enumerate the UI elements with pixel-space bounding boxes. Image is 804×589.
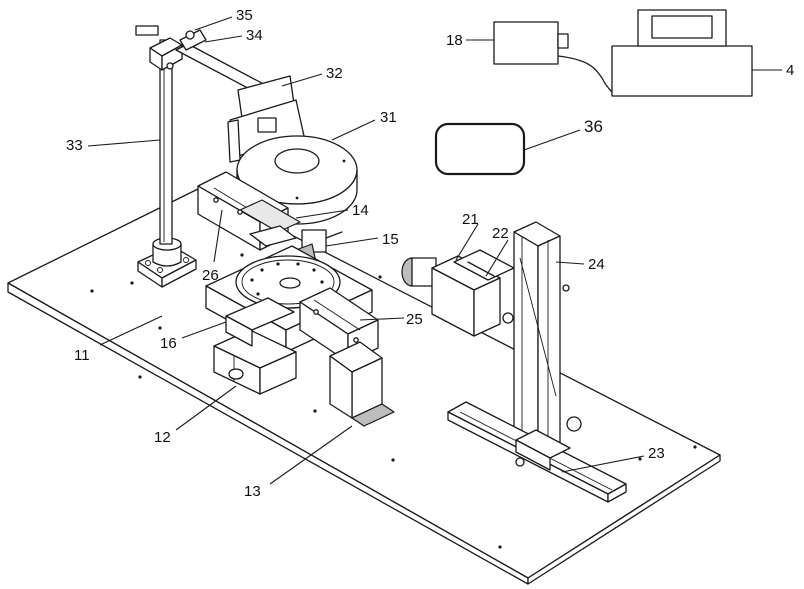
label-33: 33 <box>66 137 83 154</box>
label-22: 22 <box>492 225 509 242</box>
label-32: 32 <box>326 65 343 82</box>
label-15: 15 <box>382 231 399 248</box>
instrument-4 <box>612 10 752 96</box>
vertical-column <box>514 222 581 452</box>
label-25: 25 <box>406 311 423 328</box>
label-23: 23 <box>648 445 665 462</box>
label-34: 34 <box>246 27 263 44</box>
device-18 <box>494 22 568 64</box>
unit-36-box <box>436 124 524 174</box>
label-26: 26 <box>202 267 219 284</box>
label-18: 18 <box>446 32 463 49</box>
label-35: 35 <box>236 7 253 24</box>
label-21: 21 <box>462 211 479 228</box>
label-36: 36 <box>584 117 603 136</box>
label-11: 11 <box>74 347 90 364</box>
label-24: 24 <box>588 256 605 273</box>
label-13: 13 <box>244 483 261 500</box>
connecting-cable <box>558 56 612 92</box>
label-14: 14 <box>352 202 369 219</box>
label-16: 16 <box>160 335 177 352</box>
label-4: 4 <box>786 62 794 79</box>
label-12: 12 <box>154 429 171 446</box>
label-31: 31 <box>380 109 397 126</box>
